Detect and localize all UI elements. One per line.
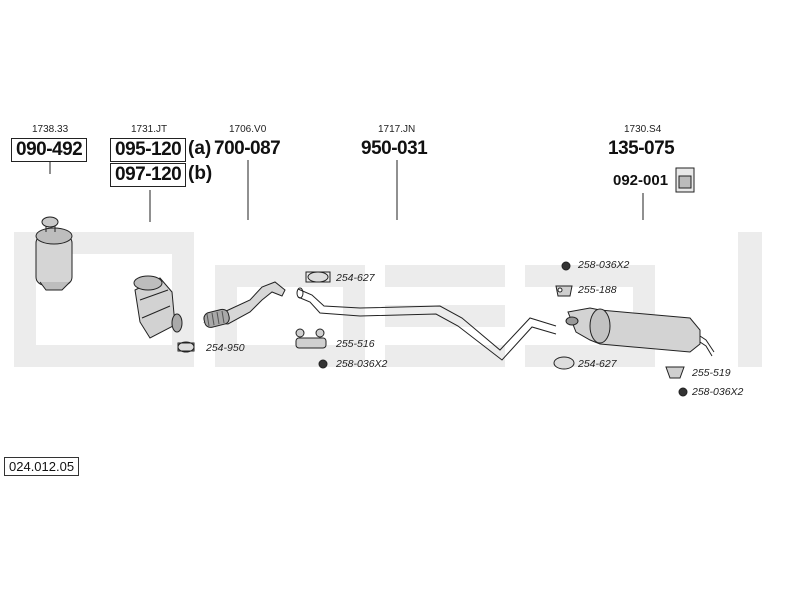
- leader-lines: [49, 160, 644, 222]
- middle-pipe-part[interactable]: [296, 287, 557, 361]
- clamp-254-627-label[interactable]: 254-627: [336, 272, 375, 284]
- clamp-254-950-label[interactable]: 254-950: [206, 342, 245, 354]
- rubber-258-036x2-rear-bottom-label[interactable]: 258-036X2: [692, 386, 744, 398]
- rubber-258-036x2-mid-shape: [318, 359, 328, 369]
- clamp-254-627-rear-shape: [553, 356, 575, 370]
- catalyst-part[interactable]: [35, 216, 73, 291]
- rubber-258-036x2-rear-top-label[interactable]: 258-036X2: [578, 259, 630, 271]
- middle-pipe-part-number[interactable]: 950-031: [361, 138, 428, 159]
- dpf-suffix-b: (b): [188, 163, 213, 184]
- rear-silencer-part[interactable]: [565, 307, 715, 357]
- rear-silencer-part-number[interactable]: 135-075: [608, 138, 675, 159]
- dpf-part-number-b[interactable]: 097-120: [110, 163, 187, 187]
- hanger-255-188-label[interactable]: 255-188: [578, 284, 617, 296]
- rubber-258-036x2-mid-label[interactable]: 258-036X2: [336, 358, 388, 370]
- dpf-suffix-a: (a): [188, 138, 212, 159]
- hanger-255-519-label[interactable]: 255-519: [692, 367, 731, 379]
- front-pipe-oe-ref: 1706.V0: [229, 124, 267, 135]
- diagram-code: 024.012.05: [4, 457, 80, 476]
- rear-silencer-oe-ref: 1730.S4: [624, 124, 662, 135]
- catalyst-part-number[interactable]: 090-492: [11, 138, 88, 162]
- dpf-oe-ref: 1731.JT: [131, 124, 168, 135]
- dpf-part[interactable]: [133, 275, 183, 339]
- clamp-254-950-shape: [177, 341, 195, 353]
- hanger-255-519-shape: [665, 366, 685, 379]
- rubber-258-036x2-rear-bottom-shape: [678, 387, 688, 397]
- hanger-255-516-shape: [295, 328, 327, 349]
- middle-pipe-oe-ref: 1717.JN: [378, 124, 416, 135]
- clamp-254-627-rear-label[interactable]: 254-627: [578, 358, 617, 370]
- front-pipe-part-number[interactable]: 700-087: [214, 138, 281, 159]
- rubber-258-036x2-rear-top-shape: [561, 261, 571, 271]
- clamp-254-627-shape: [305, 271, 331, 283]
- dpf-part-number-a[interactable]: 095-120: [110, 138, 187, 162]
- mounting-kit-part-number[interactable]: 092-001: [613, 172, 669, 189]
- hanger-255-188-shape: [555, 285, 573, 297]
- catalyst-oe-ref: 1738.33: [32, 124, 69, 135]
- mounting-kit-part[interactable]: [675, 167, 695, 193]
- hanger-255-516-label[interactable]: 255-516: [336, 338, 375, 350]
- front-pipe-part[interactable]: [203, 281, 286, 329]
